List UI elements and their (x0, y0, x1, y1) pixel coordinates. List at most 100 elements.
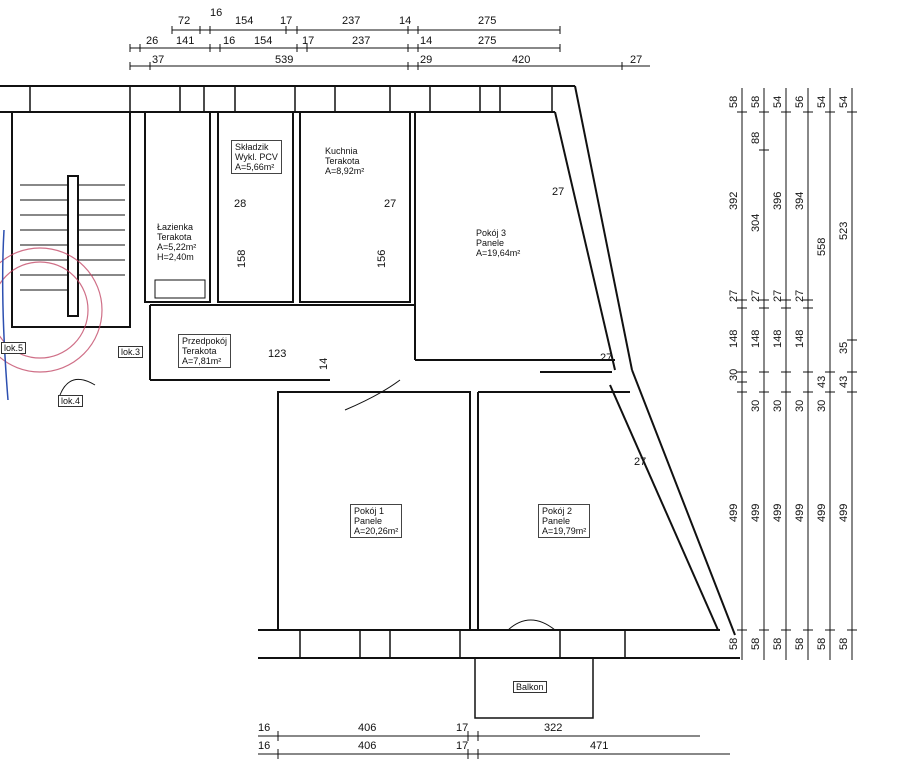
top-dim-3-4: 420 (512, 54, 531, 66)
top-dim-1-1: 72 (178, 15, 191, 27)
inner-dim-158: 158 (236, 249, 248, 268)
right-dim-1-2: 392 (728, 191, 740, 210)
room-pokoj1-label: Pokój 1 Panele A=20,26m² (350, 504, 403, 538)
stamp-seal (0, 247, 103, 373)
right-dim-2-6: 30 (772, 399, 784, 412)
bottom-dim-1-3: 17 (456, 722, 469, 734)
right-dim-4-1: 56 (794, 95, 806, 108)
right-dim-4-3: 27 (794, 289, 806, 302)
right-dim-6-5: 499 (838, 503, 850, 522)
room-kuchnia-label: Kuchnia Terakota A=8,92m² (325, 146, 364, 176)
right-dim-1-6: 30 (750, 399, 762, 412)
right-dim-3-6: 499 (772, 503, 784, 522)
right-dim-5-4: 499 (816, 503, 828, 522)
room-wc-floor: Wykl. PCV (235, 152, 278, 162)
right-dim-4-2: 394 (794, 191, 806, 210)
top-dim-1-2: 16 (210, 7, 223, 19)
top-dim-1-5: 237 (342, 15, 361, 27)
bottom-dim-1-2: 406 (358, 722, 377, 734)
right-dim-3-3: 27 (772, 289, 784, 302)
room-lazienka-floor: Terakota (157, 232, 192, 242)
inner-dim-27-room3: 27 (552, 186, 565, 198)
bottom-dim-1-4: 322 (544, 722, 563, 734)
right-dim-5-1: 54 (816, 95, 828, 108)
right-dim-3-1: 54 (772, 95, 784, 108)
bottom-dim-1-1: 16 (258, 722, 271, 734)
room-pokoj3-name: Pokój 3 (476, 228, 507, 238)
room-lazienka-area: A=5,22m² (157, 242, 197, 252)
room-kuchnia-area: A=8,92m² (325, 166, 365, 176)
right-dim-4-6: 499 (794, 503, 806, 522)
room-pokoj1-area: A=20,26m² (354, 526, 399, 536)
right-dim-6-6: 58 (838, 637, 850, 650)
room-wc-label: Składzik Wykl. PCV A=5,66m² (231, 140, 282, 174)
right-dim-2-2: 88 (750, 131, 762, 144)
neighbor-lok4-label: lok.4 (58, 395, 84, 407)
room-lazienka-height: H=2,40m (157, 252, 194, 262)
top-dim-1-7: 275 (478, 15, 497, 27)
room-pokoj1-name: Pokój 1 (354, 506, 385, 516)
right-dim-4-5: 30 (816, 399, 828, 412)
top-dim-2-5: 17 (302, 35, 315, 47)
right-dimension-lines (737, 88, 857, 660)
room-pokoj2-area: A=19,79m² (542, 526, 587, 536)
room-przedpokoj-label: Przedpokój Terakota A=7,81m² (178, 334, 232, 368)
neighbor-lok5-label: lok.5 (1, 342, 27, 354)
room-pokoj1-floor: Panele (354, 516, 383, 526)
right-dim-3-5: 30 (794, 399, 806, 412)
top-dim-2-2: 141 (176, 35, 195, 47)
right-dim-2-3: 304 (750, 213, 762, 232)
bottom-dim-2-4: 471 (590, 740, 609, 752)
right-dim-5-3: 43 (816, 375, 828, 388)
top-dim-1-3: 154 (235, 15, 254, 27)
top-dimension-lines (129, 26, 650, 70)
blue-pen-mark (1, 229, 9, 401)
top-dim-2-3: 16 (223, 35, 236, 47)
right-dim-2-1: 58 (750, 95, 762, 108)
room-przedpokoj-name: Przedpokój (182, 336, 228, 346)
top-dim-2-1: 26 (146, 35, 159, 47)
room-pokoj2-name: Pokój 2 (542, 506, 573, 516)
room-przedpokoj-floor: Terakota (182, 346, 217, 356)
bottom-dim-2-1: 16 (258, 740, 271, 752)
top-dim-3-1: 37 (152, 54, 165, 66)
inner-dim-27-hall: 27 (600, 352, 613, 364)
right-dim-2-7: 499 (750, 503, 762, 522)
room-lazienka-name: Łazienka (157, 222, 194, 232)
room-pokoj3-floor: Panele (476, 238, 505, 248)
right-dim-1-1: 58 (728, 95, 740, 108)
right-dim-1-5: 30 (728, 368, 740, 381)
right-dim-3-2: 396 (772, 191, 784, 210)
top-dim-3-3: 29 (420, 54, 433, 66)
room-balkon-label: Balkon (513, 681, 547, 693)
room-przedpokoj-area: A=7,81m² (182, 356, 222, 366)
right-dim-3-4: 148 (772, 329, 784, 348)
right-dim-5-2: 558 (816, 237, 828, 256)
top-dim-2-7: 14 (420, 35, 433, 47)
inner-dim-123: 123 (268, 348, 287, 360)
top-dim-2-4: 154 (254, 35, 273, 47)
room-pokoj3-area: A=19,64m² (476, 248, 521, 258)
neighbor-lok3-label: lok.3 (118, 346, 144, 358)
inner-dim-14: 14 (318, 357, 330, 370)
right-dim-6-2: 523 (838, 221, 850, 240)
right-dim-4-7: 58 (794, 637, 806, 650)
inner-dim-156: 156 (376, 249, 388, 268)
right-dim-1-3: 27 (728, 289, 740, 302)
right-dim-2-8: 58 (750, 637, 762, 650)
room-pokoj3-label: Pokój 3 Panele A=19,64m² (476, 228, 520, 258)
right-dim-1-8: 58 (728, 637, 740, 650)
room-kuchnia-floor: Terakota (325, 156, 360, 166)
right-dim-3-7: 58 (772, 637, 784, 650)
inner-dim-28: 28 (234, 198, 247, 210)
bottom-dim-2-3: 17 (456, 740, 469, 752)
right-dim-4-4: 148 (794, 329, 806, 348)
top-dim-1-6: 14 (399, 15, 412, 27)
top-dim-3-5: 27 (630, 54, 643, 66)
right-dim-6-4: 43 (838, 375, 850, 388)
walls (0, 85, 740, 719)
right-dim-1-4: 148 (728, 329, 740, 348)
room-pokoj2-floor: Panele (542, 516, 571, 526)
room-wc-name: Składzik (235, 142, 269, 152)
bottom-dimension-lines (258, 731, 730, 759)
